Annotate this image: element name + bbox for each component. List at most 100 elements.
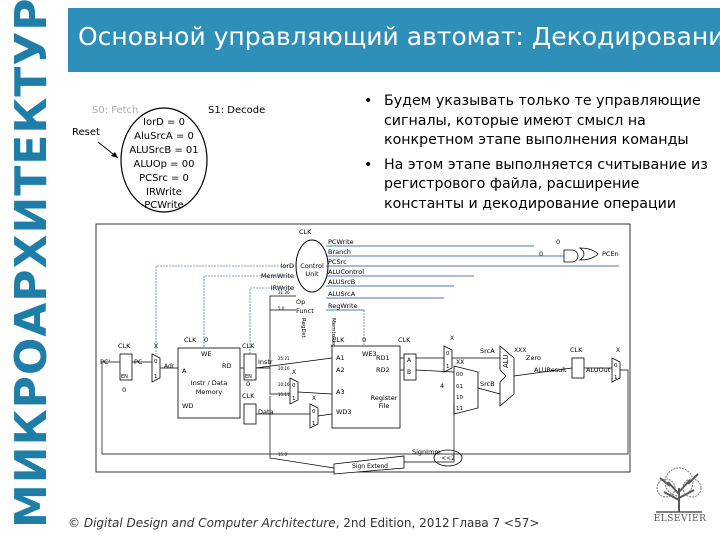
- alusrca-mux-1: 1: [446, 364, 450, 370]
- bullet-list: •Будем указывать только те управляющие с…: [362, 92, 712, 219]
- rf-a3: A3: [336, 388, 345, 396]
- elsevier-logo-text: ELSEVIER: [653, 514, 707, 524]
- control-unit-sub: Unit: [305, 270, 319, 278]
- shift-label: <<2: [441, 455, 455, 462]
- bus-label: 15:0: [278, 452, 287, 457]
- rf-sub: File: [379, 402, 390, 410]
- memtoreg-mux-1: 1: [312, 421, 316, 427]
- page-title: Основной управляющий автомат: Декодирова…: [78, 22, 720, 51]
- regab-clk: CLK: [398, 336, 411, 344]
- pcsrc-mux: [611, 357, 621, 383]
- regdst-mux-x: X: [292, 369, 296, 376]
- register-file: [331, 345, 401, 429]
- instr-clk: CLK: [242, 342, 255, 350]
- sig-irwrite: IRWrite: [271, 284, 294, 292]
- rf-a2: A2: [336, 366, 345, 374]
- sig-alusrcb: ALUSrcB: [328, 278, 355, 286]
- alusrcb-mux-10: 10: [456, 395, 463, 401]
- pcen-val-0b: 0: [539, 250, 543, 258]
- alusrcb-mux-11: 11: [456, 406, 463, 412]
- bus-label: 31:26: [278, 290, 290, 295]
- bus-label: 20:16: [278, 366, 290, 371]
- sig-pcen: PCEn: [602, 250, 619, 258]
- fsm-signal-pcsrc: PCSrc = 0: [139, 173, 189, 184]
- regdst-mux: [289, 377, 299, 405]
- datapath-border: [95, 223, 631, 473]
- fsm-signal-alusrca: AluSrcA = 0: [134, 131, 194, 142]
- mem-we: WE: [201, 350, 212, 358]
- fsm-state0-label: S0: Fetch: [92, 105, 138, 116]
- regdst-mux-0: 0: [292, 383, 296, 389]
- sig-branch: Branch: [328, 248, 351, 256]
- alusrcb-mux: [453, 365, 479, 415]
- mem-a: A: [182, 367, 187, 375]
- rf-we3: WE3: [362, 350, 377, 358]
- pcen-val-0a: 0: [556, 238, 560, 246]
- title-bar: Основной управляющий автомат: Декодирова…: [68, 8, 720, 72]
- pcen-and-gate: [563, 249, 579, 263]
- alu-result-label: ALUResult: [534, 366, 567, 374]
- iord-mux-1: 1: [154, 374, 158, 380]
- logo-foliage: [682, 478, 702, 498]
- fsm-state0-ellipse: [120, 107, 208, 213]
- sidebar: МИКРОАРХИТЕКТУРА: [0, 0, 62, 540]
- alu-zero: Zero: [526, 354, 541, 362]
- logo-foliage: [664, 467, 694, 497]
- bus-label: 20:16: [278, 382, 290, 387]
- fsm-signal-iord: IorD = 0: [143, 117, 185, 128]
- control-clk: CLK: [299, 228, 312, 236]
- pcsrc-mux-x: X: [616, 347, 620, 354]
- sig-alusrca: ALUSrcA: [328, 290, 356, 298]
- page-number: Глава 7 <57>: [452, 516, 540, 530]
- bullet-dot: •: [364, 156, 373, 173]
- control-op: Op: [296, 298, 305, 306]
- bus-label: 25:21: [278, 356, 290, 361]
- aluout-clk: CLK: [570, 346, 583, 354]
- sig-pcsrc: PCSrc: [328, 258, 347, 266]
- alusrcb-mux-01: 01: [456, 384, 463, 390]
- aluout-register: [571, 357, 585, 379]
- control-funct: Funct: [296, 307, 314, 315]
- pc-register: [119, 353, 133, 381]
- rf-wd3: WD3: [336, 408, 352, 416]
- bullet-dot: •: [364, 93, 373, 109]
- alusrca-mux: [443, 345, 453, 373]
- memtoreg-label: MemtoReg: [330, 318, 336, 347]
- data-register: [243, 403, 257, 425]
- instr-en: EN: [245, 374, 252, 380]
- reg-a-b: [403, 353, 417, 381]
- datapath-wires: [101, 295, 629, 469]
- rf-clk: CLK: [332, 336, 345, 344]
- mem-clk: CLK: [184, 336, 197, 344]
- memory-block: [177, 347, 241, 419]
- sig-regwrite: RegWrite: [328, 302, 358, 310]
- logo-tree: [659, 473, 699, 512]
- instr-val-0: 0: [246, 380, 250, 388]
- sign-extend: [333, 455, 405, 475]
- pc-en: EN: [121, 374, 128, 380]
- const-4: 4: [440, 382, 444, 390]
- iord-mux: [151, 353, 161, 383]
- footer-book: Digital Design and Computer Architecture: [83, 516, 336, 530]
- datapath-diagram: Control Unit CLK Op Funct PCWrite Branch…: [95, 223, 631, 475]
- regdst-mux-1: 1: [292, 396, 296, 402]
- datapath-control-wires: [155, 265, 365, 354]
- rf-a1: A1: [336, 354, 345, 362]
- mem-title: Instr / Data: [191, 379, 228, 387]
- control-unit-title: Control: [300, 262, 324, 270]
- footer-citation: © Digital Design and Computer Architectu…: [68, 516, 450, 530]
- alu-label: ALU: [502, 355, 510, 368]
- mem-wd: WD: [182, 402, 193, 410]
- pcen-or-gate: [578, 247, 599, 261]
- elsevier-logo: [646, 462, 712, 514]
- fsm-diagram: S0: Fetch S1: Decode Reset IorD = 0 AluS…: [72, 105, 265, 213]
- sig-alucontrol: ALUControl: [328, 268, 364, 276]
- rf-rd2: RD2: [376, 366, 390, 374]
- bus-label: 5:0: [278, 306, 285, 311]
- logo-foliage: [656, 478, 676, 498]
- alusrca-mux-0: 0: [446, 351, 450, 357]
- mem-rd: RD: [222, 362, 232, 370]
- signext-label: Sign Extend: [352, 463, 388, 470]
- alusrca-mux-x: X: [450, 335, 454, 342]
- fsm-signal-alusrcb: ALUSrcB = 01: [129, 145, 198, 156]
